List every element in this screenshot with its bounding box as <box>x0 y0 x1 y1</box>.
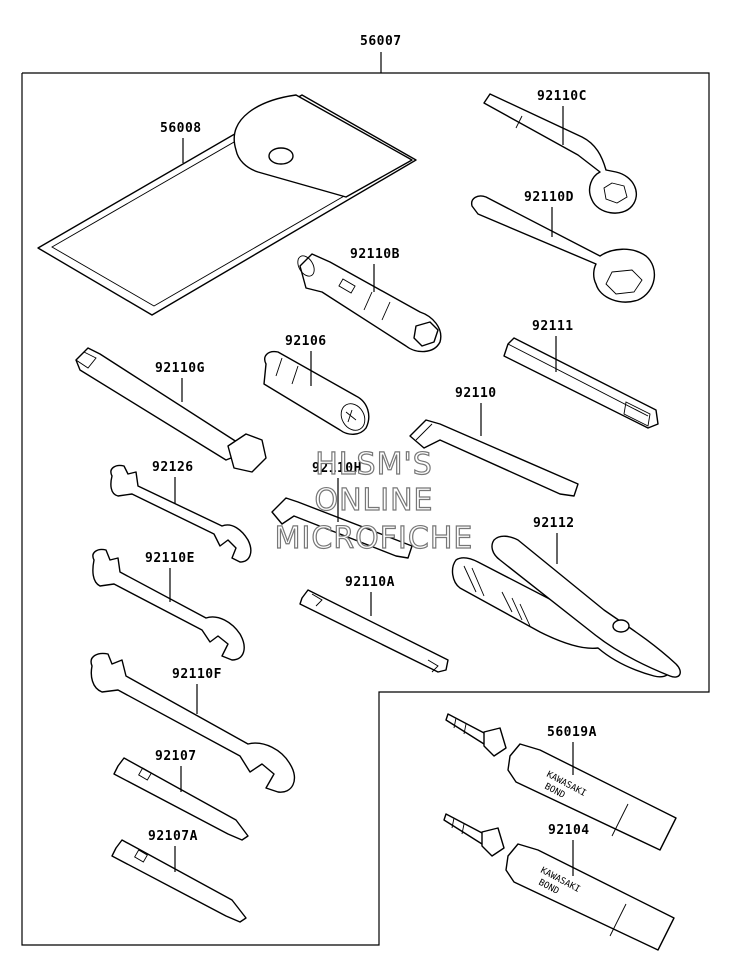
watermark-line3: MICROFICHE <box>275 521 474 556</box>
ring-wrench-d-drawing <box>471 195 656 303</box>
label-92110h[interactable]: 92110H <box>312 461 362 476</box>
bond-tube-drawing: KAWASAKI BOND <box>443 813 675 951</box>
label-92110[interactable]: 92110 <box>455 386 497 401</box>
label-92111[interactable]: 92111 <box>532 319 574 334</box>
bond-tube-a-drawing: KAWASAKI BOND <box>445 713 677 851</box>
assembly-frame <box>21 72 710 946</box>
watermark-line2: ONLINE <box>314 483 433 518</box>
label-92104[interactable]: 92104 <box>548 823 590 838</box>
label-92107[interactable]: 92107 <box>155 749 197 764</box>
label-92110a[interactable]: 92110A <box>345 575 395 590</box>
hex-wrench-small-drawing <box>271 497 413 559</box>
label-92110b[interactable]: 92110B <box>350 247 400 262</box>
label-92110c[interactable]: 92110C <box>537 89 587 104</box>
watermark-line1: HLSM'S <box>315 447 433 482</box>
label-56019a[interactable]: 56019A <box>547 725 597 740</box>
label-92106[interactable]: 92106 <box>285 334 327 349</box>
screwdriver-bit-drawing <box>113 757 249 841</box>
ring-wrench-c-drawing <box>483 93 637 214</box>
open-wrench-e-drawing <box>92 548 245 661</box>
socket-adapter-drawing <box>263 350 370 435</box>
label-92107a[interactable]: 92107A <box>148 829 198 844</box>
label-56008[interactable]: 56008 <box>160 121 202 136</box>
label-92112[interactable]: 92112 <box>533 516 575 531</box>
pliers-drawing <box>451 535 681 678</box>
label-92110f[interactable]: 92110F <box>172 667 222 682</box>
label-92110e[interactable]: 92110E <box>145 551 195 566</box>
hex-wrench-large-drawing <box>409 419 579 497</box>
wrench-handle-drawing <box>503 337 659 429</box>
open-wrench-small-drawing <box>110 464 252 563</box>
open-wrench-f-drawing <box>90 652 296 793</box>
screwdriver-bit-a-drawing <box>111 839 247 923</box>
label-92110g[interactable]: 92110G <box>155 361 205 376</box>
label-92126[interactable]: 92126 <box>152 460 194 475</box>
assembly-label[interactable]: 56007 <box>360 34 402 49</box>
box-wrench-g-drawing <box>75 347 267 473</box>
flat-spanner-a-drawing <box>299 589 449 673</box>
tool-bag-drawing <box>37 94 417 316</box>
spark-plug-wrench-drawing <box>297 253 442 353</box>
label-92110d[interactable]: 92110D <box>524 190 574 205</box>
watermark: HLSM'S ONLINE MICROFICHE <box>274 446 474 556</box>
